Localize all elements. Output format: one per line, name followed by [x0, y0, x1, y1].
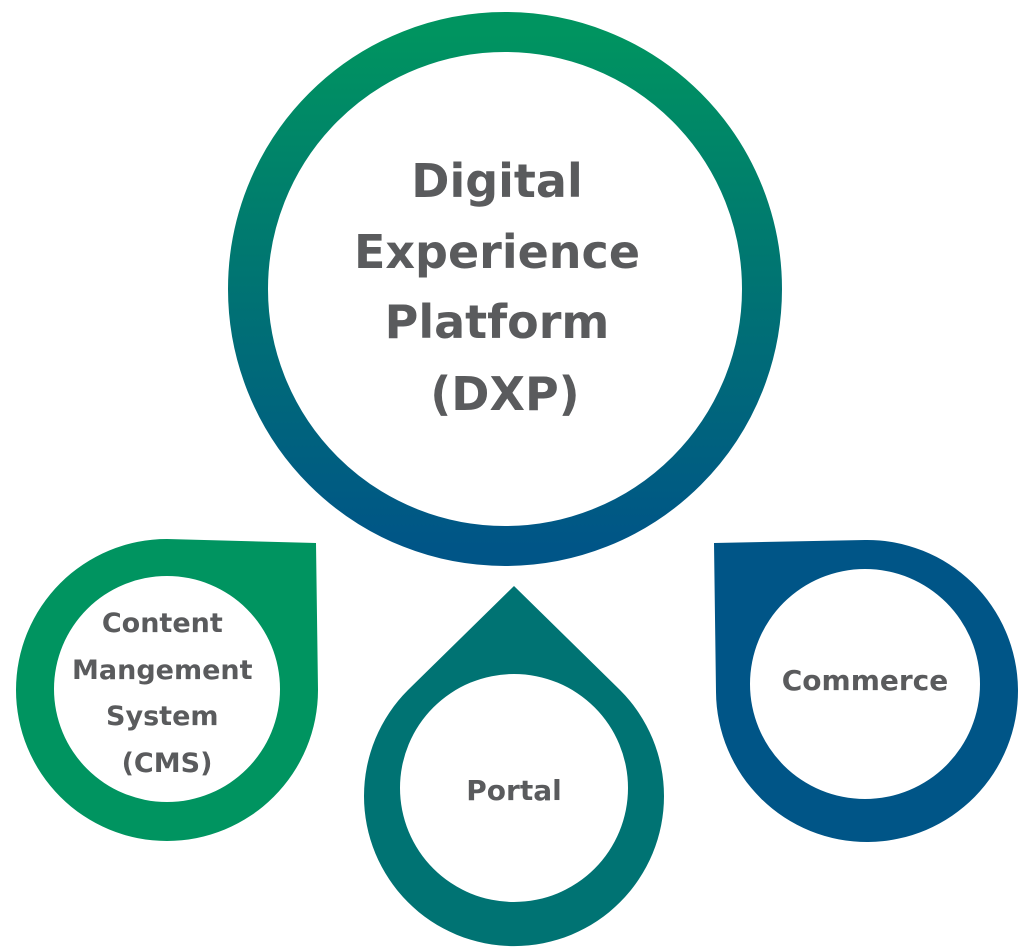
- dxp-label-line: Digital: [411, 154, 582, 208]
- cms-node: Content Mangement System (CMS): [16, 539, 318, 841]
- dxp-label-line: Experience: [354, 225, 640, 279]
- portal-node: Portal: [364, 586, 664, 947]
- commerce-label: Commerce: [782, 664, 949, 697]
- portal-label: Portal: [466, 774, 561, 807]
- cms-label-line: Content: [102, 608, 223, 639]
- dxp-label-line: Platform: [385, 295, 610, 349]
- dxp-node: Digital Experience Platform (DXP): [228, 12, 782, 566]
- commerce-drop-shape: [714, 539, 1018, 842]
- commerce-node: Commerce: [714, 539, 1018, 842]
- dxp-ring: [228, 12, 782, 566]
- portal-label-line: Portal: [466, 774, 561, 807]
- dxp-label: Digital Experience Platform (DXP): [354, 154, 656, 421]
- cms-drop-shape: [16, 539, 318, 841]
- cms-label-line: (CMS): [122, 748, 213, 779]
- commerce-label-line: Commerce: [782, 664, 949, 697]
- cms-label: Content Mangement System (CMS): [72, 608, 262, 779]
- dxp-label-line: (DXP): [430, 367, 579, 421]
- cms-label-line: Mangement: [72, 655, 253, 686]
- cms-label-line: System: [106, 701, 218, 732]
- portal-drop-shape: [364, 586, 664, 947]
